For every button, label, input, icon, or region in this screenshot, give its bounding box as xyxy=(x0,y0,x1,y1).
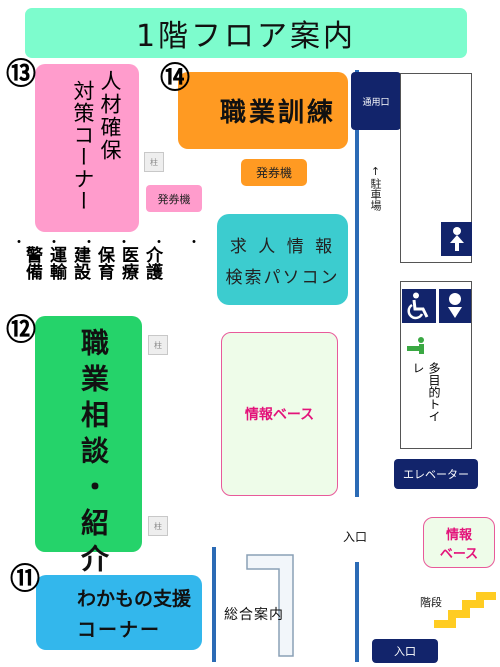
corridor-line xyxy=(212,547,216,662)
sector-keibi: 警備 xyxy=(22,246,42,280)
service-entrance-label: 通用口 xyxy=(362,97,390,108)
floor-title: 1階フロア案内 xyxy=(135,19,357,54)
wheelchair-icon xyxy=(402,289,436,323)
service-entrance[interactable]: 通用口 xyxy=(351,72,401,130)
info-base-area[interactable]: 情報ベース xyxy=(221,332,338,496)
area-jinzai-kakuho[interactable] xyxy=(35,64,139,232)
parking-direction: ↑駐車場 xyxy=(369,165,382,211)
corridor-line xyxy=(355,70,359,497)
area-11-number: ⑪ xyxy=(10,562,40,597)
area-13-title-col2: 対策コーナー xyxy=(71,80,95,212)
restroom-icon xyxy=(441,222,472,256)
toilet-person-icon xyxy=(439,289,471,323)
sector-kaigo: 介護 xyxy=(142,246,162,280)
restroom-room xyxy=(400,73,472,263)
ticket-machine-label: 発券機 xyxy=(157,192,191,206)
info-base-small-line2: ベース xyxy=(439,546,479,562)
info-desk-shape xyxy=(246,554,294,657)
area-11-line2: コーナー xyxy=(76,618,161,641)
multipurpose-toilet-label: 多目的トイレ xyxy=(410,362,442,422)
ticket-machine-label: 発券機 xyxy=(255,166,292,180)
pillar: 柱 xyxy=(148,335,168,355)
area-14-number: ⑭ xyxy=(160,61,190,96)
stairs-label: 階段 xyxy=(420,596,442,609)
area-12-title: 職業相談・紹介 xyxy=(77,328,110,580)
sector-iryo: 医療 xyxy=(118,246,138,280)
sector-kensetsu: 建設 xyxy=(70,246,90,280)
elevator-label: エレベーター xyxy=(403,468,469,481)
area-11-line1: わかもの支援 xyxy=(76,587,191,610)
ostomate-icon xyxy=(405,336,429,358)
info-base-label: 情報ベース xyxy=(244,407,315,423)
stairs-icon xyxy=(432,590,498,630)
bottom-entrance-label: 入口 xyxy=(394,645,416,658)
multipurpose-toilet-room[interactable] xyxy=(400,281,472,449)
floor-title-banner: 1階フロア案内 xyxy=(25,8,467,58)
pillar: 柱 xyxy=(144,152,164,172)
general-info-desk xyxy=(245,553,295,658)
elevator[interactable]: エレベーター xyxy=(394,459,478,489)
pc-title-line1: 求 人 情 報 xyxy=(229,236,336,257)
job-search-pc-area[interactable]: 求 人 情 報 検索パソコン xyxy=(217,214,348,305)
wheelchair-icon-svg xyxy=(407,292,429,320)
bottom-entrance[interactable]: 入口 xyxy=(372,639,438,663)
area-consultation[interactable] xyxy=(35,316,142,552)
sector-unyu: 運輸 xyxy=(46,246,66,280)
multipurpose-toilet-text: 多目的トイレ xyxy=(411,362,441,422)
ticket-machine-orange[interactable]: 発券機 xyxy=(241,159,307,186)
pillar: 柱 xyxy=(148,516,168,536)
female-restroom-icon xyxy=(449,227,464,251)
area-12-number: ⑫ xyxy=(6,313,36,348)
pc-title-line2: 検索パソコン xyxy=(225,267,340,288)
area-youth-support[interactable]: わかもの支援 コーナー xyxy=(36,575,202,650)
area-13-title-col1: 人材確保 xyxy=(98,70,122,162)
sector-ryoiku-dots: ・・・・・・ xyxy=(12,235,222,251)
general-info-label: 総合案内 xyxy=(224,607,284,623)
corridor-line xyxy=(355,562,359,662)
info-base-small-line1: 情報 xyxy=(445,527,472,543)
main-entrance-label: 入口 xyxy=(343,530,368,544)
info-base-small[interactable]: 情報 ベース xyxy=(423,517,495,568)
ticket-machine-pink[interactable]: 発券機 xyxy=(146,185,202,212)
area-14-title: 職業訓練 xyxy=(219,98,336,128)
sector-list: ・・・・・・ 介護 医療 保育 建設 運輸 警備 xyxy=(12,232,222,288)
sector-hoiku: 保育 xyxy=(94,246,114,280)
area-13-number: ⑬ xyxy=(6,57,36,92)
area-training[interactable]: 職業訓練 xyxy=(178,72,348,149)
person-icon-svg xyxy=(448,293,462,318)
